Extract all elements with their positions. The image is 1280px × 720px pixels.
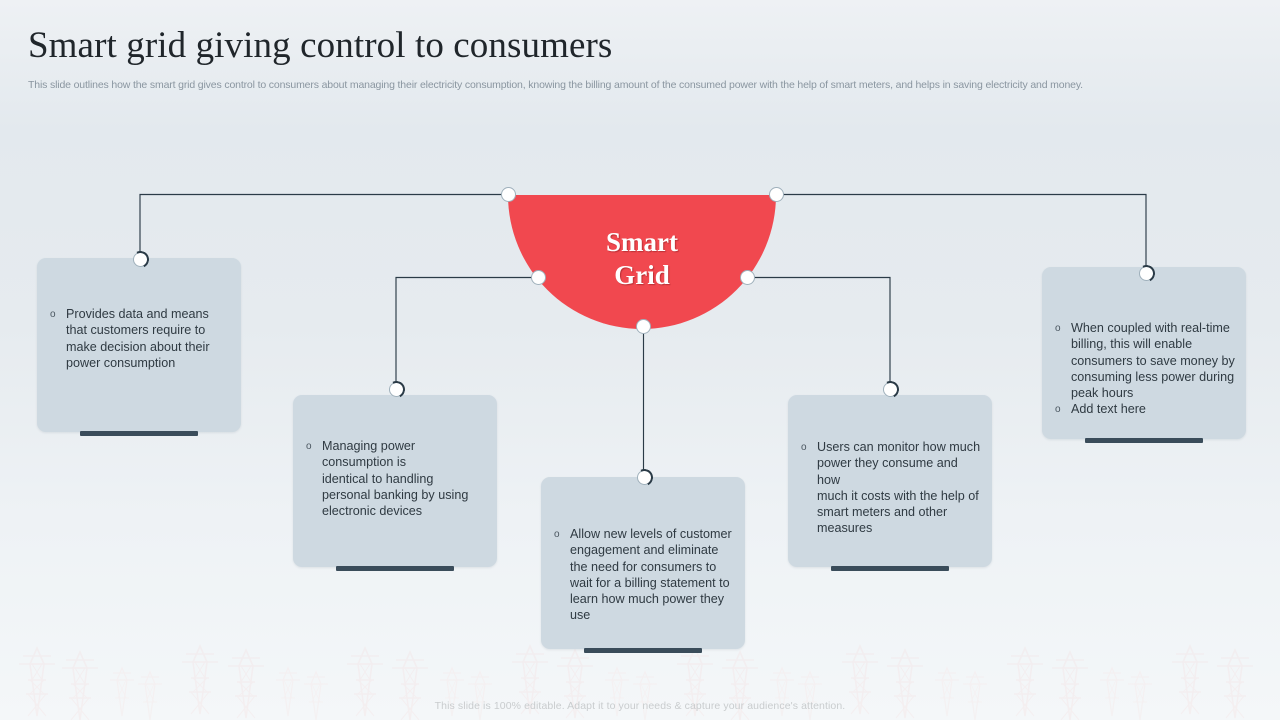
hub-knob-mid-right <box>740 270 755 285</box>
bullet-text: Add text here <box>1071 402 1146 417</box>
card-underline <box>336 566 454 571</box>
card-underline <box>831 566 949 571</box>
real-time-billing-card[interactable]: o When coupled with real-time billing, t… <box>1042 267 1246 443</box>
list-item: o Allow new levels of customer engagemen… <box>554 526 734 624</box>
card-underline <box>584 648 702 653</box>
card-underline <box>1085 438 1203 443</box>
bullet-icon: o <box>1055 323 1061 334</box>
hub-knob-top-left <box>501 187 516 202</box>
bullet-icon: o <box>1055 404 1061 416</box>
list-item: o Add text here <box>1055 401 1235 418</box>
provides-data-card-knob <box>133 252 148 267</box>
bullet-text: When coupled with real-time billing, thi… <box>1071 321 1235 401</box>
list-item: o Users can monitor how much power they … <box>801 439 981 537</box>
bullet-icon: o <box>801 442 807 453</box>
users-monitor-card-knob <box>883 382 898 397</box>
bullet-icon: o <box>306 441 312 452</box>
hub-knob-bottom <box>636 319 651 334</box>
managing-power-card[interactable]: o Managing power consumption is identica… <box>293 395 497 571</box>
hub-knob-top-right <box>769 187 784 202</box>
bullet-text: Allow new levels of customer engagement … <box>570 527 732 623</box>
smart-grid-hub[interactable]: Smart Grid <box>508 195 776 329</box>
provides-data-card[interactable]: o Provides data and means that customers… <box>37 258 241 436</box>
footer-note: This slide is 100% editable. Adapt it to… <box>434 700 846 712</box>
customer-engagement-card-knob <box>637 470 652 485</box>
bullet-icon: o <box>554 529 560 540</box>
bullet-text: Managing power consumption is identical … <box>322 439 469 519</box>
real-time-billing-card-knob <box>1139 266 1154 281</box>
users-monitor-card[interactable]: o Users can monitor how much power they … <box>788 395 992 571</box>
customer-engagement-card[interactable]: o Allow new levels of customer engagemen… <box>541 477 745 653</box>
hub-knob-mid-left <box>531 270 546 285</box>
managing-power-card-knob <box>389 382 404 397</box>
header: Smart grid giving control to consumers T… <box>28 24 1248 92</box>
list-item: o Managing power consumption is identica… <box>306 438 486 519</box>
bullet-text: Users can monitor how much power they co… <box>817 440 981 536</box>
page-title: Smart grid giving control to consumers <box>28 25 613 66</box>
bullet-icon: o <box>50 309 56 320</box>
card-underline <box>80 431 198 436</box>
list-item: o Provides data and means that customers… <box>50 306 230 371</box>
hub-label: Smart Grid <box>606 227 678 290</box>
list-item: o When coupled with real-time billing, t… <box>1055 320 1235 401</box>
page-subtitle: This slide outlines how the smart grid g… <box>28 79 1083 91</box>
bullet-text: Provides data and means that customers r… <box>66 307 210 370</box>
